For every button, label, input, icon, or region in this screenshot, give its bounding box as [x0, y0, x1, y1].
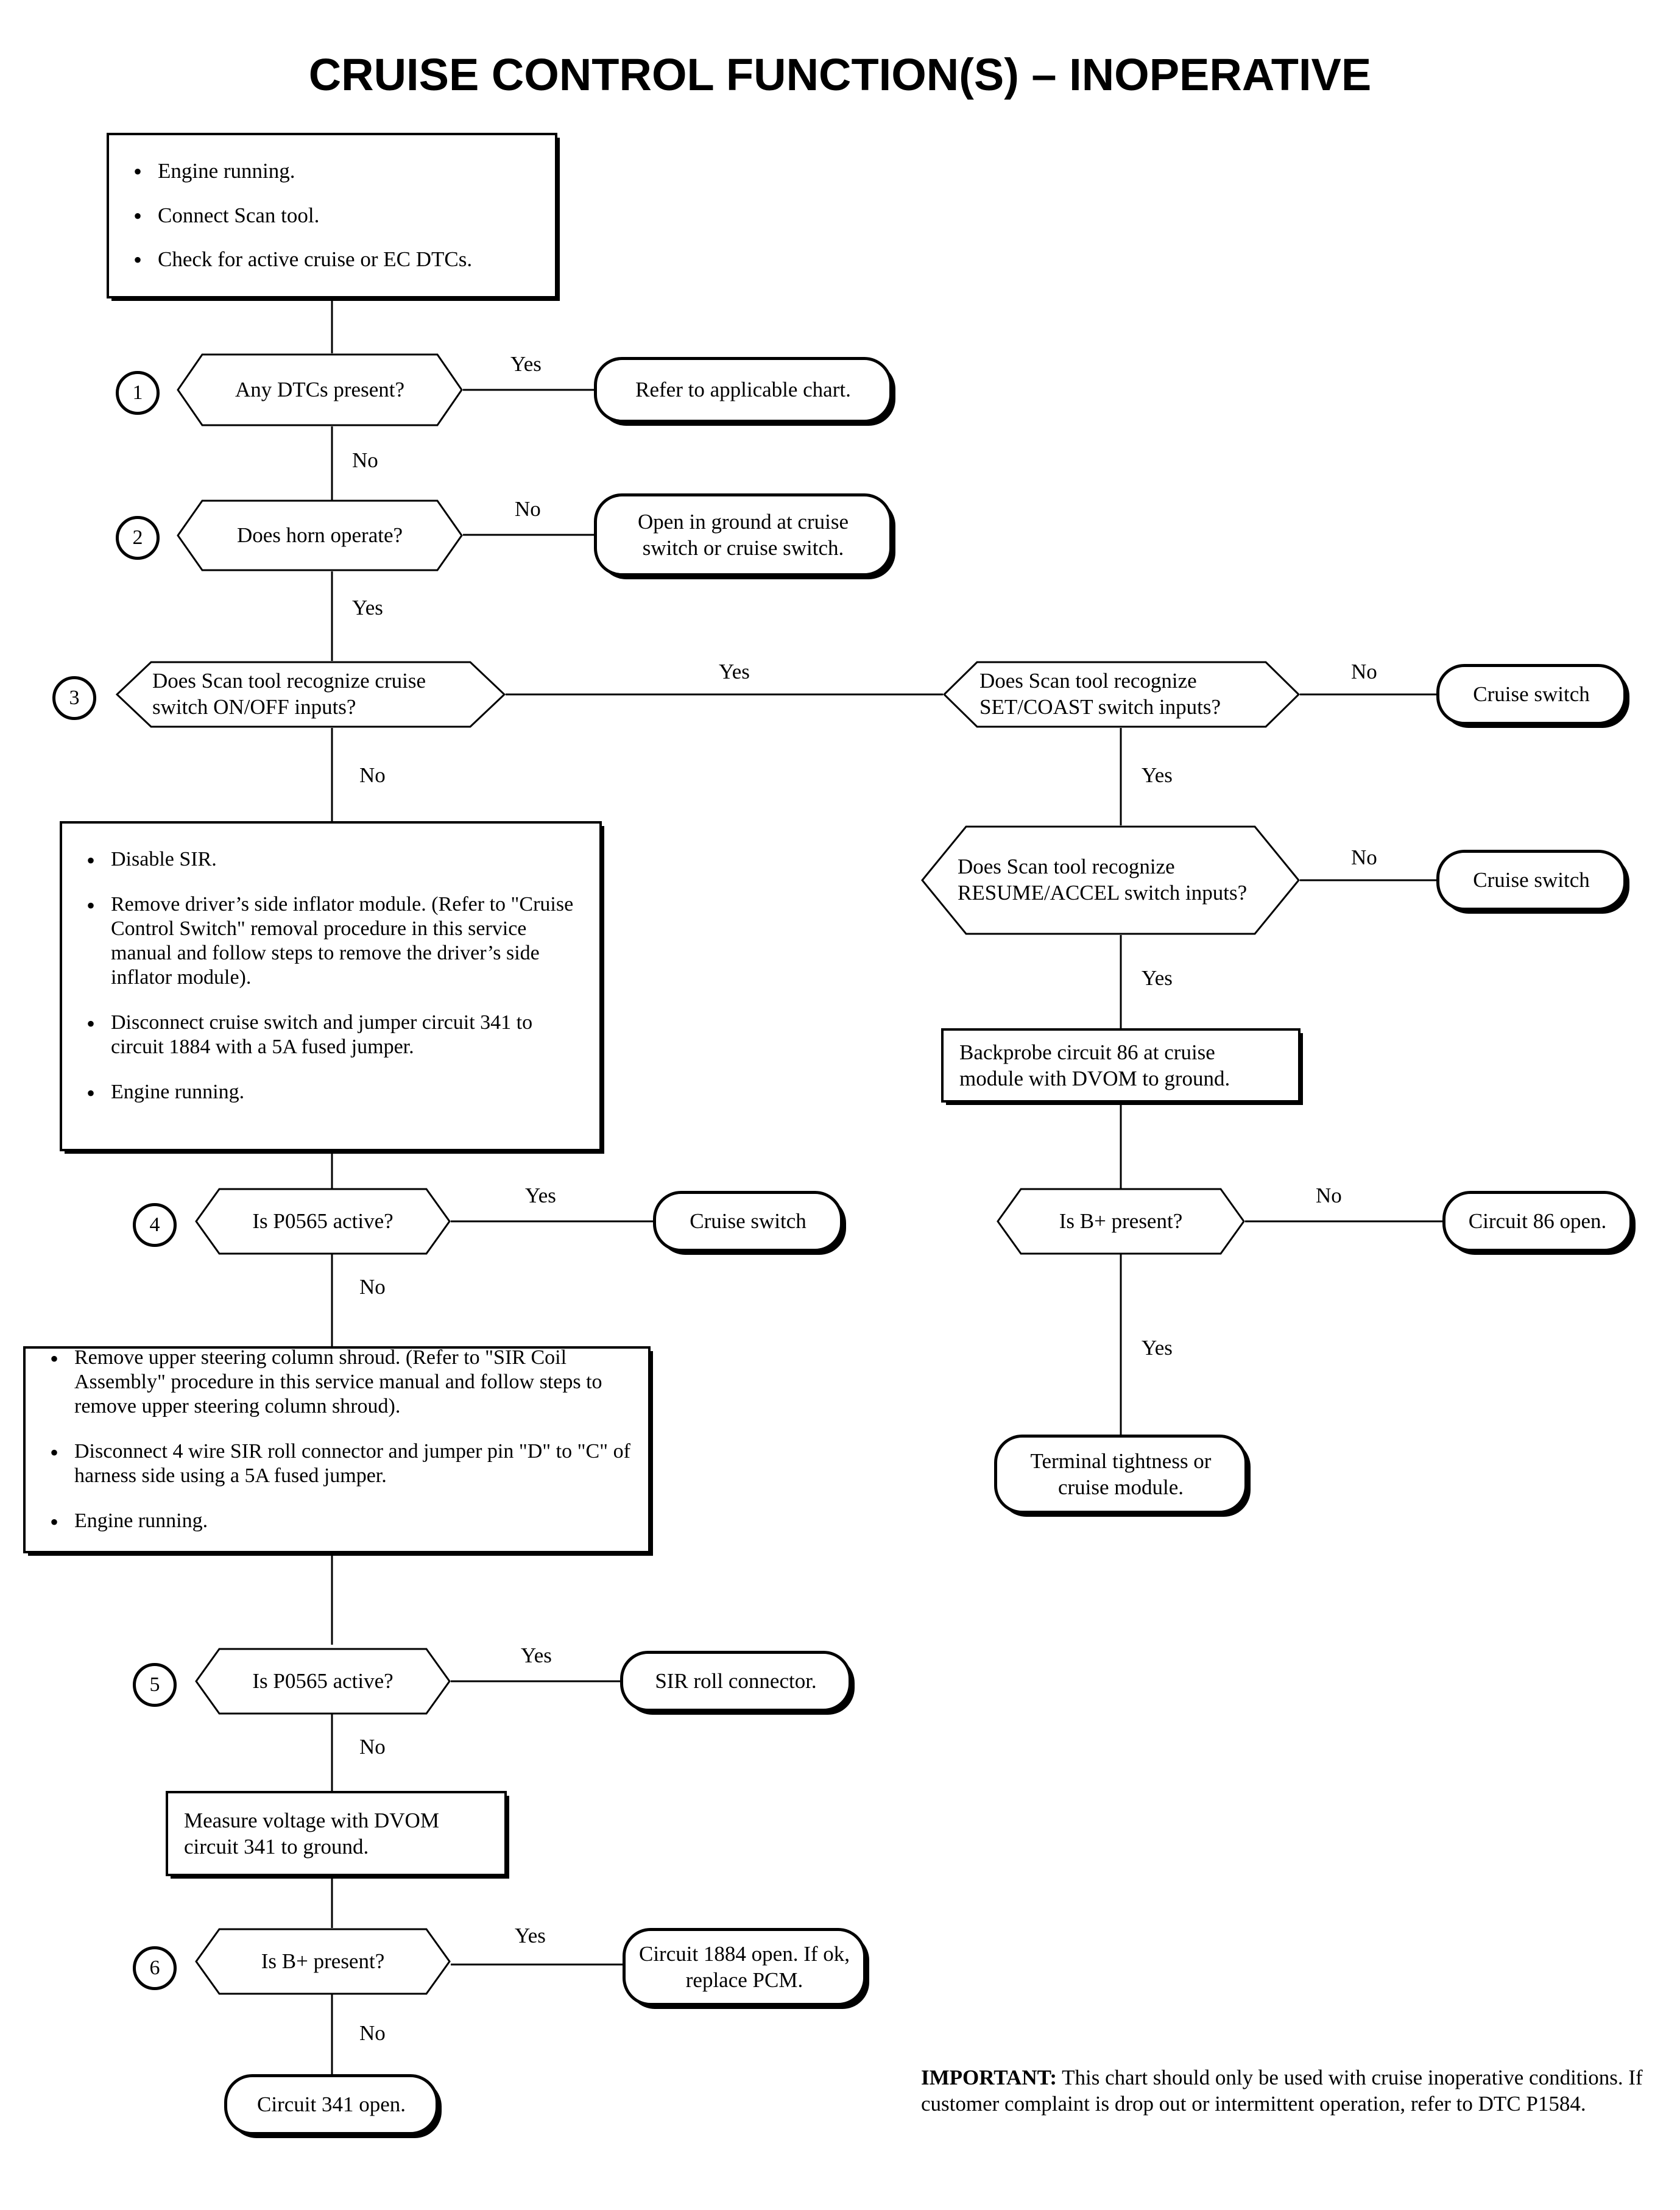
terminator-refer-applicable-chart: Refer to applicable chart. — [594, 357, 892, 423]
list-item: Engine running. — [78, 1079, 584, 1109]
terminator-sir-roll-connector: SIR roll connector. — [620, 1651, 852, 1712]
list-item: Remove driver’s side inflator module. (R… — [78, 891, 584, 990]
important-note-text: This chart should only be used with crui… — [921, 2066, 1643, 2116]
step-number-3: 3 — [52, 676, 96, 720]
decision-any-dtcs-present: Any DTCs present? — [177, 353, 463, 426]
branch-label-no: No — [352, 448, 378, 472]
decision-scan-tool-setcoast-inputs: Does Scan tool recognize SET/COAST switc… — [943, 661, 1300, 728]
terminator-open-in-ground-at-cruise-switch: Open in ground at cruise switch or cruis… — [594, 493, 892, 576]
step-number-4: 4 — [133, 1203, 177, 1247]
decision-label: Is P0565 active? — [252, 1209, 394, 1233]
list-item: Connect Scan tool. — [125, 202, 539, 231]
list-item: Check for active cruise or EC DTCs. — [125, 245, 539, 275]
decision-scan-tool-onoff-inputs: Does Scan tool recognize cruise switch O… — [116, 661, 506, 728]
decision-does-horn-operate: Does horn operate? — [177, 500, 463, 571]
terminator-terminal-tightness-or-cruise-module: Terminal tightness or cruise module. — [994, 1435, 1248, 1514]
process-text: Measure voltage with DVOM circuit 341 to… — [184, 1808, 439, 1859]
decision-label: Does Scan tool recognize RESUME/ACCEL sw… — [958, 855, 1248, 905]
decision-label: Is P0565 active? — [252, 1668, 394, 1693]
terminator-cruise-switch-step4: Cruise switch — [653, 1191, 843, 1252]
branch-label-no: No — [1316, 1184, 1342, 1207]
decision-scan-tool-resumeaccel-inputs: Does Scan tool recognize RESUME/ACCEL sw… — [921, 825, 1300, 935]
step-number-2: 2 — [116, 516, 160, 560]
process-measure-voltage-box: Measure voltage with DVOM circuit 341 to… — [166, 1791, 507, 1876]
branch-label-yes: Yes — [1142, 763, 1173, 787]
terminator-circuit-1884-open-replace-pcm: Circuit 1884 open. If ok, replace PCM. — [623, 1928, 866, 2006]
intro-conditions-box: Engine running. Connect Scan tool. Check… — [107, 133, 557, 298]
branch-label-no: No — [1351, 660, 1377, 683]
branch-label-yes: Yes — [1142, 1336, 1173, 1360]
branch-label-yes: Yes — [510, 352, 542, 376]
decision-is-p0565-active-step5: Is P0565 active? — [195, 1648, 451, 1715]
process-backprobe-circuit86-box: Backprobe circuit 86 at cruise module wi… — [941, 1028, 1301, 1103]
decision-label: Is B+ present? — [261, 1949, 385, 1973]
branch-label-yes: Yes — [521, 1643, 552, 1667]
branch-label-no: No — [515, 497, 541, 521]
terminator-cruise-switch-resumeaccel: Cruise switch — [1436, 850, 1626, 911]
decision-is-b-plus-present-step6: Is B+ present? — [195, 1928, 451, 1995]
list-item: Engine running. — [41, 1508, 632, 1537]
decision-label: Is B+ present? — [1059, 1209, 1183, 1233]
list-item: Disconnect 4 wire SIR roll connector and… — [41, 1438, 632, 1488]
branch-label-yes: Yes — [719, 660, 750, 683]
decision-label: Any DTCs present? — [235, 377, 404, 401]
decision-is-b-plus-present-right: Is B+ present? — [997, 1188, 1245, 1255]
decision-label: Does horn operate? — [236, 523, 403, 547]
process-text: Backprobe circuit 86 at cruise module wi… — [959, 1040, 1230, 1090]
decision-label: Does Scan tool recognize SET/COAST switc… — [979, 669, 1221, 719]
branch-label-yes: Yes — [515, 1924, 546, 1947]
list-item: Disconnect cruise switch and jumper circ… — [78, 1009, 584, 1059]
important-note-label: IMPORTANT: — [921, 2066, 1057, 2089]
intro-bullet-list: Engine running. Connect Scan tool. Check… — [125, 157, 539, 275]
branch-label-no: No — [359, 1275, 386, 1299]
branch-label-no: No — [359, 763, 386, 787]
terminator-circuit-86-open: Circuit 86 open. — [1442, 1191, 1632, 1252]
shroud-bullet-list: Remove upper steering column shroud. (Re… — [41, 1344, 632, 1555]
branch-label-no: No — [1351, 846, 1377, 869]
decision-label: Does Scan tool recognize cruise switch O… — [152, 669, 426, 719]
process-remove-shroud-box: Remove upper steering column shroud. (Re… — [23, 1344, 651, 1555]
branch-label-no: No — [359, 2021, 386, 2045]
branch-label-yes: Yes — [1142, 966, 1173, 990]
list-item: Remove upper steering column shroud. (Re… — [41, 1344, 632, 1419]
step-number-6: 6 — [133, 1946, 177, 1990]
step-number-5: 5 — [133, 1663, 177, 1707]
branch-label-yes: Yes — [352, 596, 383, 620]
important-note: IMPORTANT: This chart should only be use… — [921, 2065, 1652, 2117]
decision-is-p0565-active-step4: Is P0565 active? — [195, 1188, 451, 1255]
list-item: Disable SIR. — [78, 846, 584, 876]
branch-label-no: No — [359, 1735, 386, 1759]
terminator-circuit-341-open: Circuit 341 open. — [224, 2074, 439, 2135]
list-item: Engine running. — [125, 157, 539, 186]
page-title: CRUISE CONTROL FUNCTION(S) – INOPERATIVE — [308, 49, 1372, 100]
branch-label-yes: Yes — [525, 1184, 556, 1207]
process-disable-sir-box: Disable SIR. Remove driver’s side inflat… — [60, 821, 602, 1151]
step-number-1: 1 — [116, 371, 160, 415]
sir-bullet-list: Disable SIR. Remove driver’s side inflat… — [78, 846, 584, 1126]
terminator-cruise-switch-setcoast: Cruise switch — [1436, 664, 1626, 725]
